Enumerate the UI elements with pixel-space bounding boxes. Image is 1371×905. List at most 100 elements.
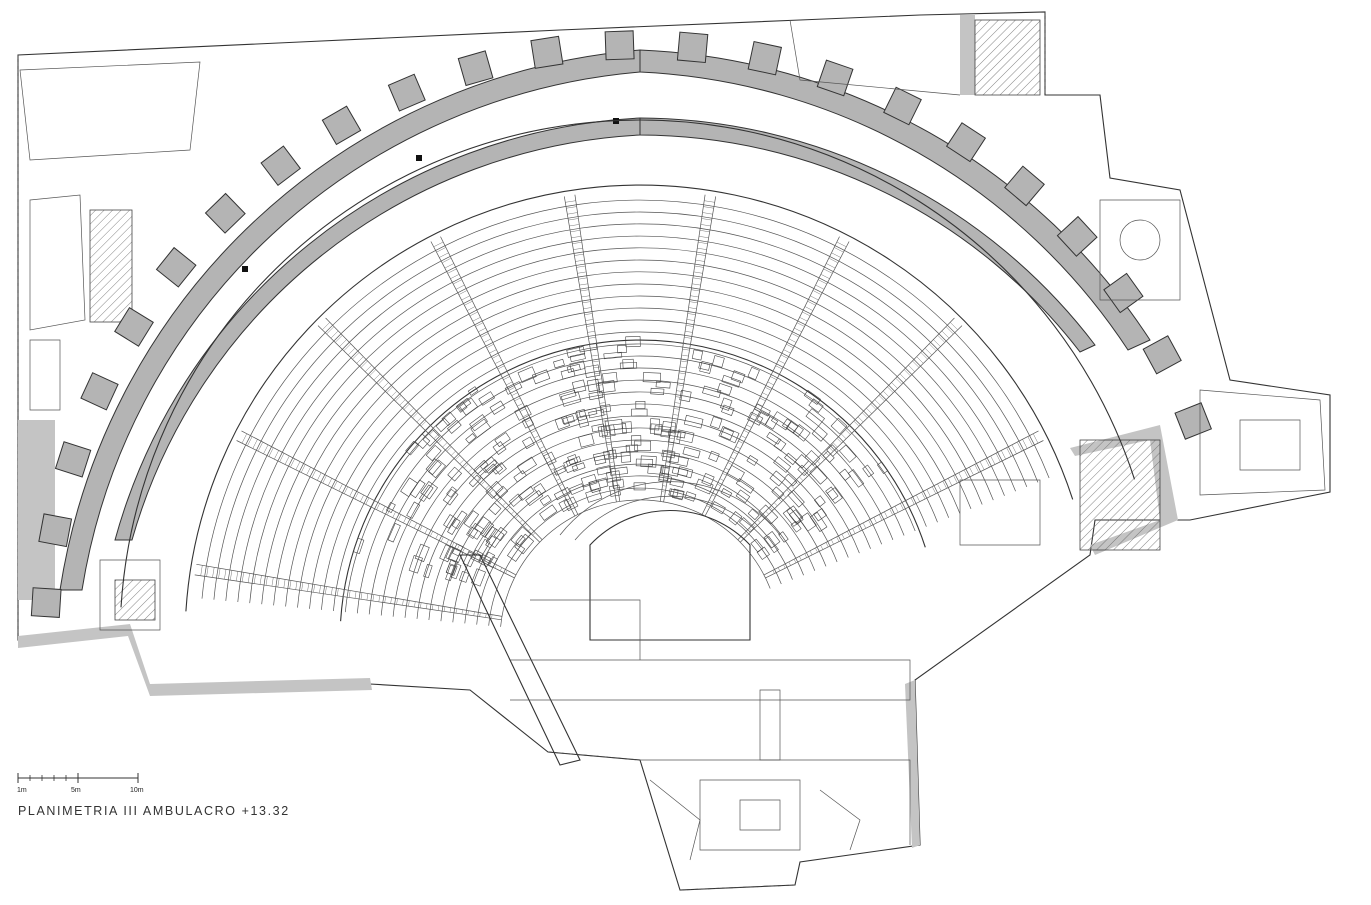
stone-block [671, 466, 689, 477]
stair-tread [594, 372, 602, 375]
stair-tread [397, 514, 402, 521]
stone-block [612, 445, 631, 458]
stair-tread [414, 601, 416, 608]
stone-block [588, 391, 604, 401]
stone-block [569, 483, 585, 495]
stone-block [660, 430, 671, 438]
stairway-edge [194, 574, 502, 621]
scale-label-10m: 10m [130, 787, 144, 794]
stair-tread [958, 472, 963, 481]
stair-tread [757, 519, 761, 523]
stair-tread [455, 284, 465, 290]
stair-tread [668, 443, 674, 446]
stair-tread [390, 390, 398, 398]
stair-tread [716, 483, 721, 487]
stone-block [508, 493, 523, 507]
stair-tread [832, 442, 838, 448]
stone-block [667, 429, 686, 439]
stair-tread [826, 263, 836, 269]
stair-tread [458, 290, 468, 295]
stair-tread [574, 253, 584, 256]
stone-block [517, 366, 537, 383]
stair-tread [765, 511, 769, 515]
stone-block [563, 458, 579, 474]
stone-block [609, 423, 627, 436]
stair-tread [271, 577, 274, 587]
stone-block [679, 389, 692, 402]
stair-tread [317, 472, 322, 481]
stone-block [684, 491, 697, 502]
stair-tread [599, 402, 606, 404]
stone-block [683, 414, 704, 429]
stone-block [603, 351, 623, 360]
stone-block [750, 538, 764, 553]
stair-tread [578, 277, 588, 280]
stone-block [694, 478, 714, 495]
stair-tread [920, 352, 928, 360]
stair-tread [852, 528, 856, 534]
stair-tread [450, 450, 456, 456]
stair-tread [933, 339, 941, 347]
stair-tread [912, 360, 920, 368]
stone-block [635, 458, 653, 467]
stair-tread [390, 597, 392, 604]
stair-tread [685, 325, 694, 327]
stair-tread [523, 523, 527, 527]
stair-tread [724, 467, 730, 471]
stair-tread [473, 611, 475, 616]
stair-tread [241, 433, 248, 444]
stair-tread [685, 331, 693, 333]
stone-block [558, 498, 572, 513]
stair-tread [386, 386, 393, 393]
stair-tread [963, 469, 969, 478]
stair-tread [511, 392, 518, 396]
stair-tread [691, 283, 701, 286]
stair-tread [786, 343, 794, 349]
stair-tread [683, 342, 691, 345]
stair-tread [366, 593, 369, 601]
stair-tread [447, 268, 457, 274]
stair-tread [937, 483, 942, 492]
seating-row [356, 355, 905, 614]
stair-tread [778, 360, 786, 364]
stair-tread [333, 480, 338, 489]
stone-block [539, 504, 558, 521]
stair-tread [836, 536, 840, 542]
stair-tread [425, 425, 431, 431]
pier [321, 105, 362, 146]
stairway-edge [659, 194, 706, 502]
stair-tread [884, 511, 888, 518]
stone-block [735, 489, 751, 504]
stair-tread [812, 290, 822, 295]
stone-block [565, 456, 582, 467]
stair-tread [695, 259, 705, 262]
stone-block [631, 408, 648, 417]
stair-tread [443, 606, 446, 612]
stair-tread [436, 247, 446, 253]
seating-row [261, 259, 994, 605]
stairway-edge [325, 317, 543, 541]
stair-tread [295, 461, 301, 470]
stair-tread [584, 313, 593, 315]
stair-tread [831, 539, 834, 545]
pier [1056, 215, 1098, 257]
stair-tread [828, 257, 839, 264]
stair-tread [788, 561, 791, 566]
stair-tread [575, 259, 585, 262]
stair-tread [995, 453, 1001, 462]
stone-block [758, 504, 779, 525]
stair-tread [461, 295, 470, 301]
stone-block [669, 477, 685, 488]
stone-block [716, 382, 733, 396]
stair-tread [900, 503, 904, 510]
stair-tread [796, 322, 805, 327]
stair-tread [704, 200, 715, 203]
stairway-edge [440, 236, 579, 515]
stair-tread [791, 333, 800, 338]
stair-tread [926, 489, 931, 497]
stair-tread [307, 583, 310, 592]
stone-block [747, 366, 760, 381]
stair-tread [485, 613, 487, 618]
stair-tread [433, 241, 444, 248]
stair-tread [247, 436, 253, 446]
